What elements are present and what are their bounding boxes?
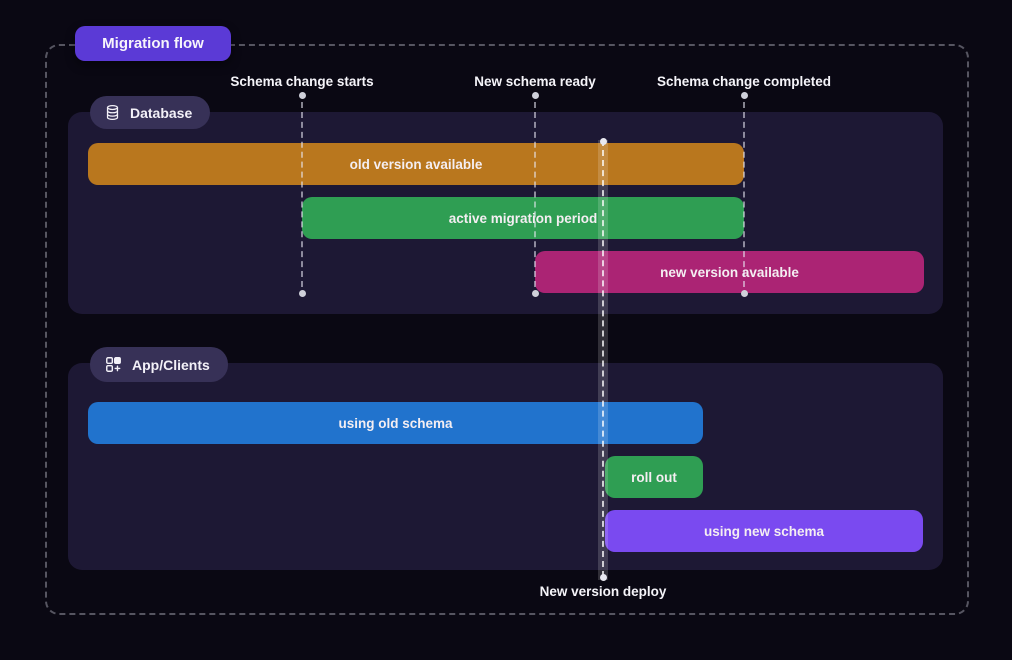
bar-using-new-schema: using new schema — [605, 510, 923, 552]
diagram-frame — [45, 44, 969, 615]
database-icon — [104, 104, 121, 121]
deploy-dot — [599, 574, 607, 581]
bar-using-old-schema: using old schema — [88, 402, 703, 444]
milestone-label: Schema change starts — [230, 74, 374, 89]
milestone-dashed-line — [534, 102, 536, 287]
bar-label: old version available — [349, 156, 483, 172]
database-lane-label: Database — [130, 104, 193, 121]
milestone-dot — [740, 290, 748, 297]
deploy-label: New version deploy — [539, 584, 667, 599]
bar-label: new version available — [660, 264, 799, 280]
app-clients-lane-label: App/Clients — [132, 356, 210, 373]
bar-label: using old schema — [338, 415, 453, 431]
bar-label: active migration period — [448, 210, 598, 226]
milestone-label: New schema ready — [474, 74, 596, 89]
database-lane-badge: Database — [90, 96, 211, 129]
diagram-title-badge: Migration flow — [75, 26, 231, 61]
deploy-dashed-line — [602, 140, 604, 577]
bar-new-version-available: new version available — [535, 251, 924, 293]
milestone-dashed-line — [301, 102, 303, 287]
bar-roll-out: roll out — [605, 456, 703, 498]
squares-plus-icon — [104, 355, 123, 374]
milestone-dashed-line — [743, 102, 745, 287]
app-clients-lane-badge: App/Clients — [90, 347, 228, 382]
bar-label: using new schema — [703, 523, 825, 539]
diagram-title: Migration flow — [102, 35, 204, 52]
deploy-dot — [599, 138, 607, 145]
bar-active-migration-period: active migration period — [302, 197, 744, 239]
milestone-dot — [531, 92, 539, 99]
milestone-dot — [298, 92, 306, 99]
milestone-dot — [298, 290, 306, 297]
milestone-dot — [740, 92, 748, 99]
bar-old-version-available: old version available — [88, 143, 744, 185]
milestone-dot — [531, 290, 539, 297]
bar-label: roll out — [631, 469, 677, 485]
milestone-label: Schema change completed — [656, 74, 832, 89]
